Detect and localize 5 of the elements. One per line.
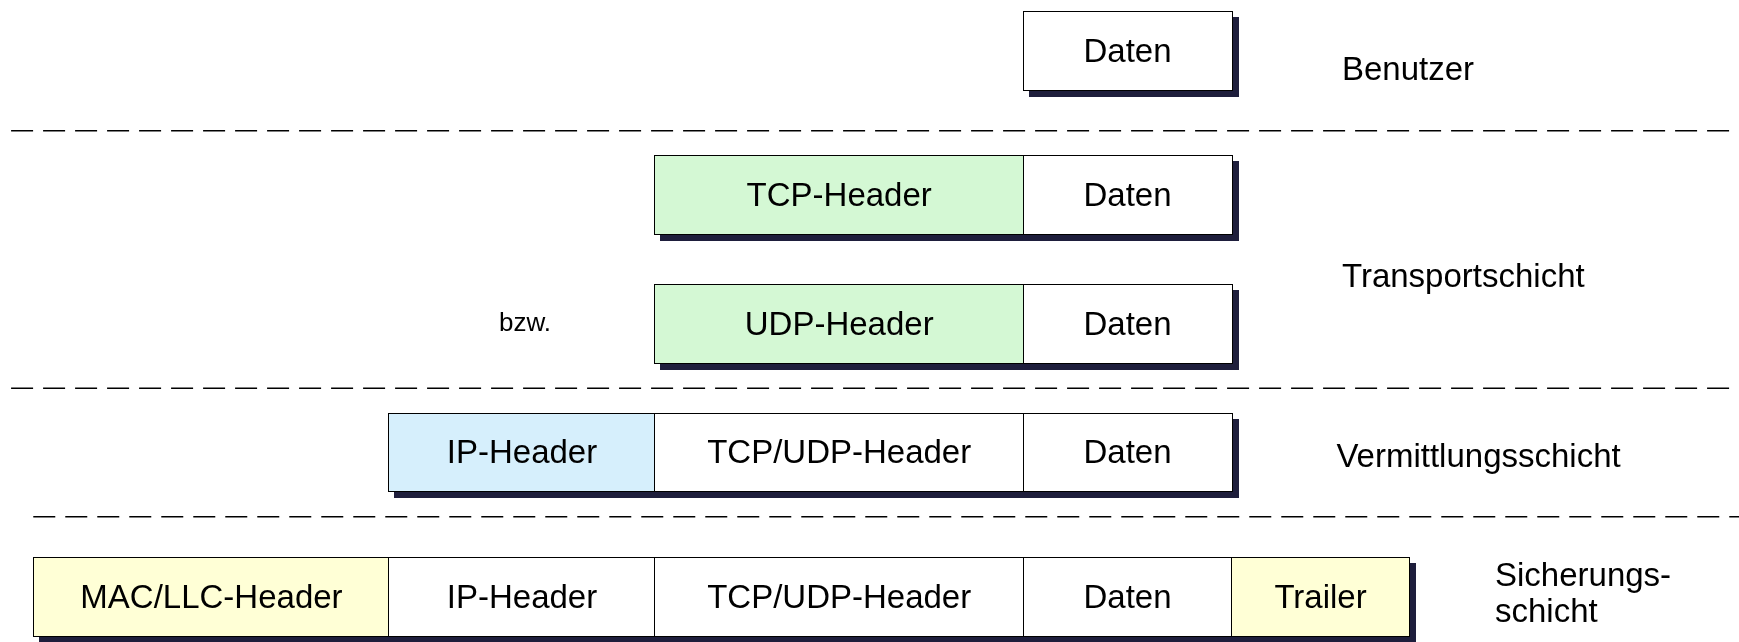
layer-name: Transportschicht xyxy=(1341,257,1585,296)
layer-name: Sicherungs- schicht xyxy=(1495,556,1673,630)
alternative-note: bzw. xyxy=(499,307,552,339)
layer-name: Vermittlungsschicht xyxy=(1336,436,1621,475)
layer-name: Benutzer xyxy=(1341,49,1475,88)
